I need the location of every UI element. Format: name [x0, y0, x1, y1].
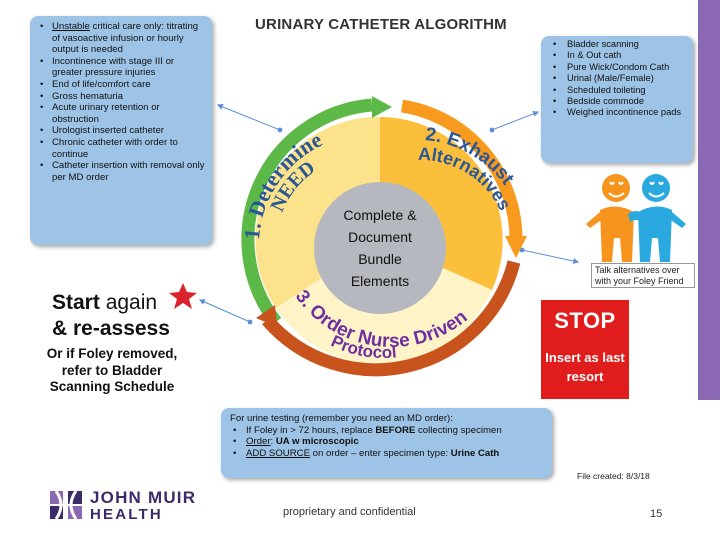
foley-friends-illustration [586, 174, 686, 262]
logo-text: HEALTH [90, 506, 163, 523]
center-text-line: Elements [351, 273, 409, 289]
person-arm-icon [668, 212, 686, 228]
orange-arrow [400, 99, 523, 241]
alternatives-box: Bladder scanning In & Out cath Pure Wick… [541, 36, 693, 163]
start-again-line: Start again [52, 291, 158, 314]
person-body-icon [600, 206, 634, 262]
file-created-date: File created: 8/3/18 [577, 471, 650, 481]
center-text-line: Complete & [343, 207, 417, 223]
alternative-item: Bladder scanning [549, 39, 687, 51]
urine-testing-list: If Foley in > 72 hours, replace BEFORE c… [230, 425, 544, 460]
orange-arrowhead [505, 236, 527, 258]
start-again-block: Start again & re-assess [52, 290, 202, 342]
step2-label: 2. Exhaust [424, 124, 518, 189]
rust-arrowhead [256, 305, 277, 327]
order-wedge [276, 240, 492, 365]
green-arrowhead [372, 96, 392, 118]
urine-testing-header: For urine testing (remember you need an … [230, 413, 453, 424]
step1-need-label: NEED [266, 157, 319, 215]
foley-friend-caption: Talk alternatives over with your Foley F… [591, 263, 695, 288]
indication-item: Acute urinary retention or obstruction [38, 102, 206, 125]
person-arm-icon [586, 212, 604, 228]
alternative-item: Weighed incontinence pads [549, 107, 687, 119]
center-circle [314, 182, 446, 314]
indication-text: End of life/comfort care [52, 78, 151, 90]
logo-text: JOHN MUIR [90, 488, 197, 507]
stop-label: STOP [554, 308, 616, 333]
connector-arrow [519, 247, 580, 264]
urine-testing-item: Order: UA w microscopic [230, 436, 544, 448]
page-title: URINARY CATHETER ALGORITHM [255, 16, 507, 33]
green-arrow [241, 98, 373, 326]
indication-item: Unstable critical care only: titrating o… [38, 21, 206, 56]
alternatives-wedge [380, 117, 503, 290]
indication-text: Incontinence with stage III or greater p… [52, 55, 175, 79]
determine-wedge [255, 116, 380, 309]
indication-text: Chronic catheter with order to continue [52, 136, 178, 160]
smile-icon [608, 181, 625, 198]
alternative-item: Scheduled toileting [549, 85, 687, 97]
page-number: 15 [650, 508, 663, 520]
alternatives-list: Bladder scanning In & Out cath Pure Wick… [549, 39, 687, 119]
indication-text: Acute urinary retention or obstruction [52, 102, 160, 125]
step3-label: 3. Order Nurse Driven [291, 286, 471, 352]
logo-mark-icon [50, 490, 82, 520]
last-resort-label: Insert as last resort [545, 350, 625, 384]
rust-arrow [262, 260, 521, 377]
john-muir-health-logo: JOHN MUIR HEALTH [48, 485, 218, 525]
smile-icon [648, 181, 665, 198]
indication-item: End of life/comfort care [38, 79, 206, 91]
indications-box: Unstable critical care only: titrating o… [30, 16, 212, 245]
stop-box: STOP Insert as last resort [541, 300, 629, 399]
indication-underlined: Unstable [52, 21, 90, 32]
step1-label: 1. Determine [239, 127, 326, 241]
indication-item: Gross hematuria [38, 91, 206, 103]
connector-arrow [198, 299, 253, 325]
connector-arrow [216, 104, 283, 133]
indication-text: Catheter insertion with removal only per… [52, 160, 205, 183]
indications-list: Unstable critical care only: titrating o… [38, 21, 206, 183]
urine-testing-item: ADD SOURCE on order – enter specimen typ… [230, 448, 544, 460]
person-head-icon [642, 174, 670, 202]
indication-text: Gross hematuria [52, 90, 123, 102]
urine-testing-item: If Foley in > 72 hours, replace BEFORE c… [230, 425, 544, 437]
foley-removed-note: Or if Foley removed, refer to Bladder Sc… [46, 346, 178, 395]
indication-text: Urologist inserted catheter [52, 125, 164, 137]
person-head-icon [602, 174, 630, 202]
center-text-line: Document [348, 229, 412, 245]
indication-item: Incontinence with stage III or greater p… [38, 56, 206, 79]
re-assess-line: & re-assess [52, 317, 170, 340]
alternative-item: Bedside commode [549, 96, 687, 108]
alternative-item: Pure Wick/Condom Cath [549, 62, 687, 74]
alternative-item: In & Out cath [549, 50, 687, 62]
center-text-line: Bundle [358, 251, 402, 267]
connector-arrow [489, 110, 540, 133]
person-body-icon [638, 206, 672, 262]
indication-item: Chronic catheter with order to continue [38, 137, 206, 160]
footer-confidential: proprietary and confidential [283, 506, 416, 518]
hug-arm-icon [628, 211, 644, 222]
step2-alternatives-label: Alternatives [418, 144, 515, 214]
urine-testing-box: For urine testing (remember you need an … [221, 408, 552, 478]
indication-item: Urologist inserted catheter [38, 125, 206, 137]
accent-bar [698, 0, 720, 400]
step3-protocol-label: Protocol [328, 331, 397, 362]
alternative-item: Urinal (Male/Female) [549, 73, 687, 85]
indication-item: Catheter insertion with removal only per… [38, 160, 206, 183]
indication-text: critical care only: titrating of vasoact… [52, 21, 199, 56]
